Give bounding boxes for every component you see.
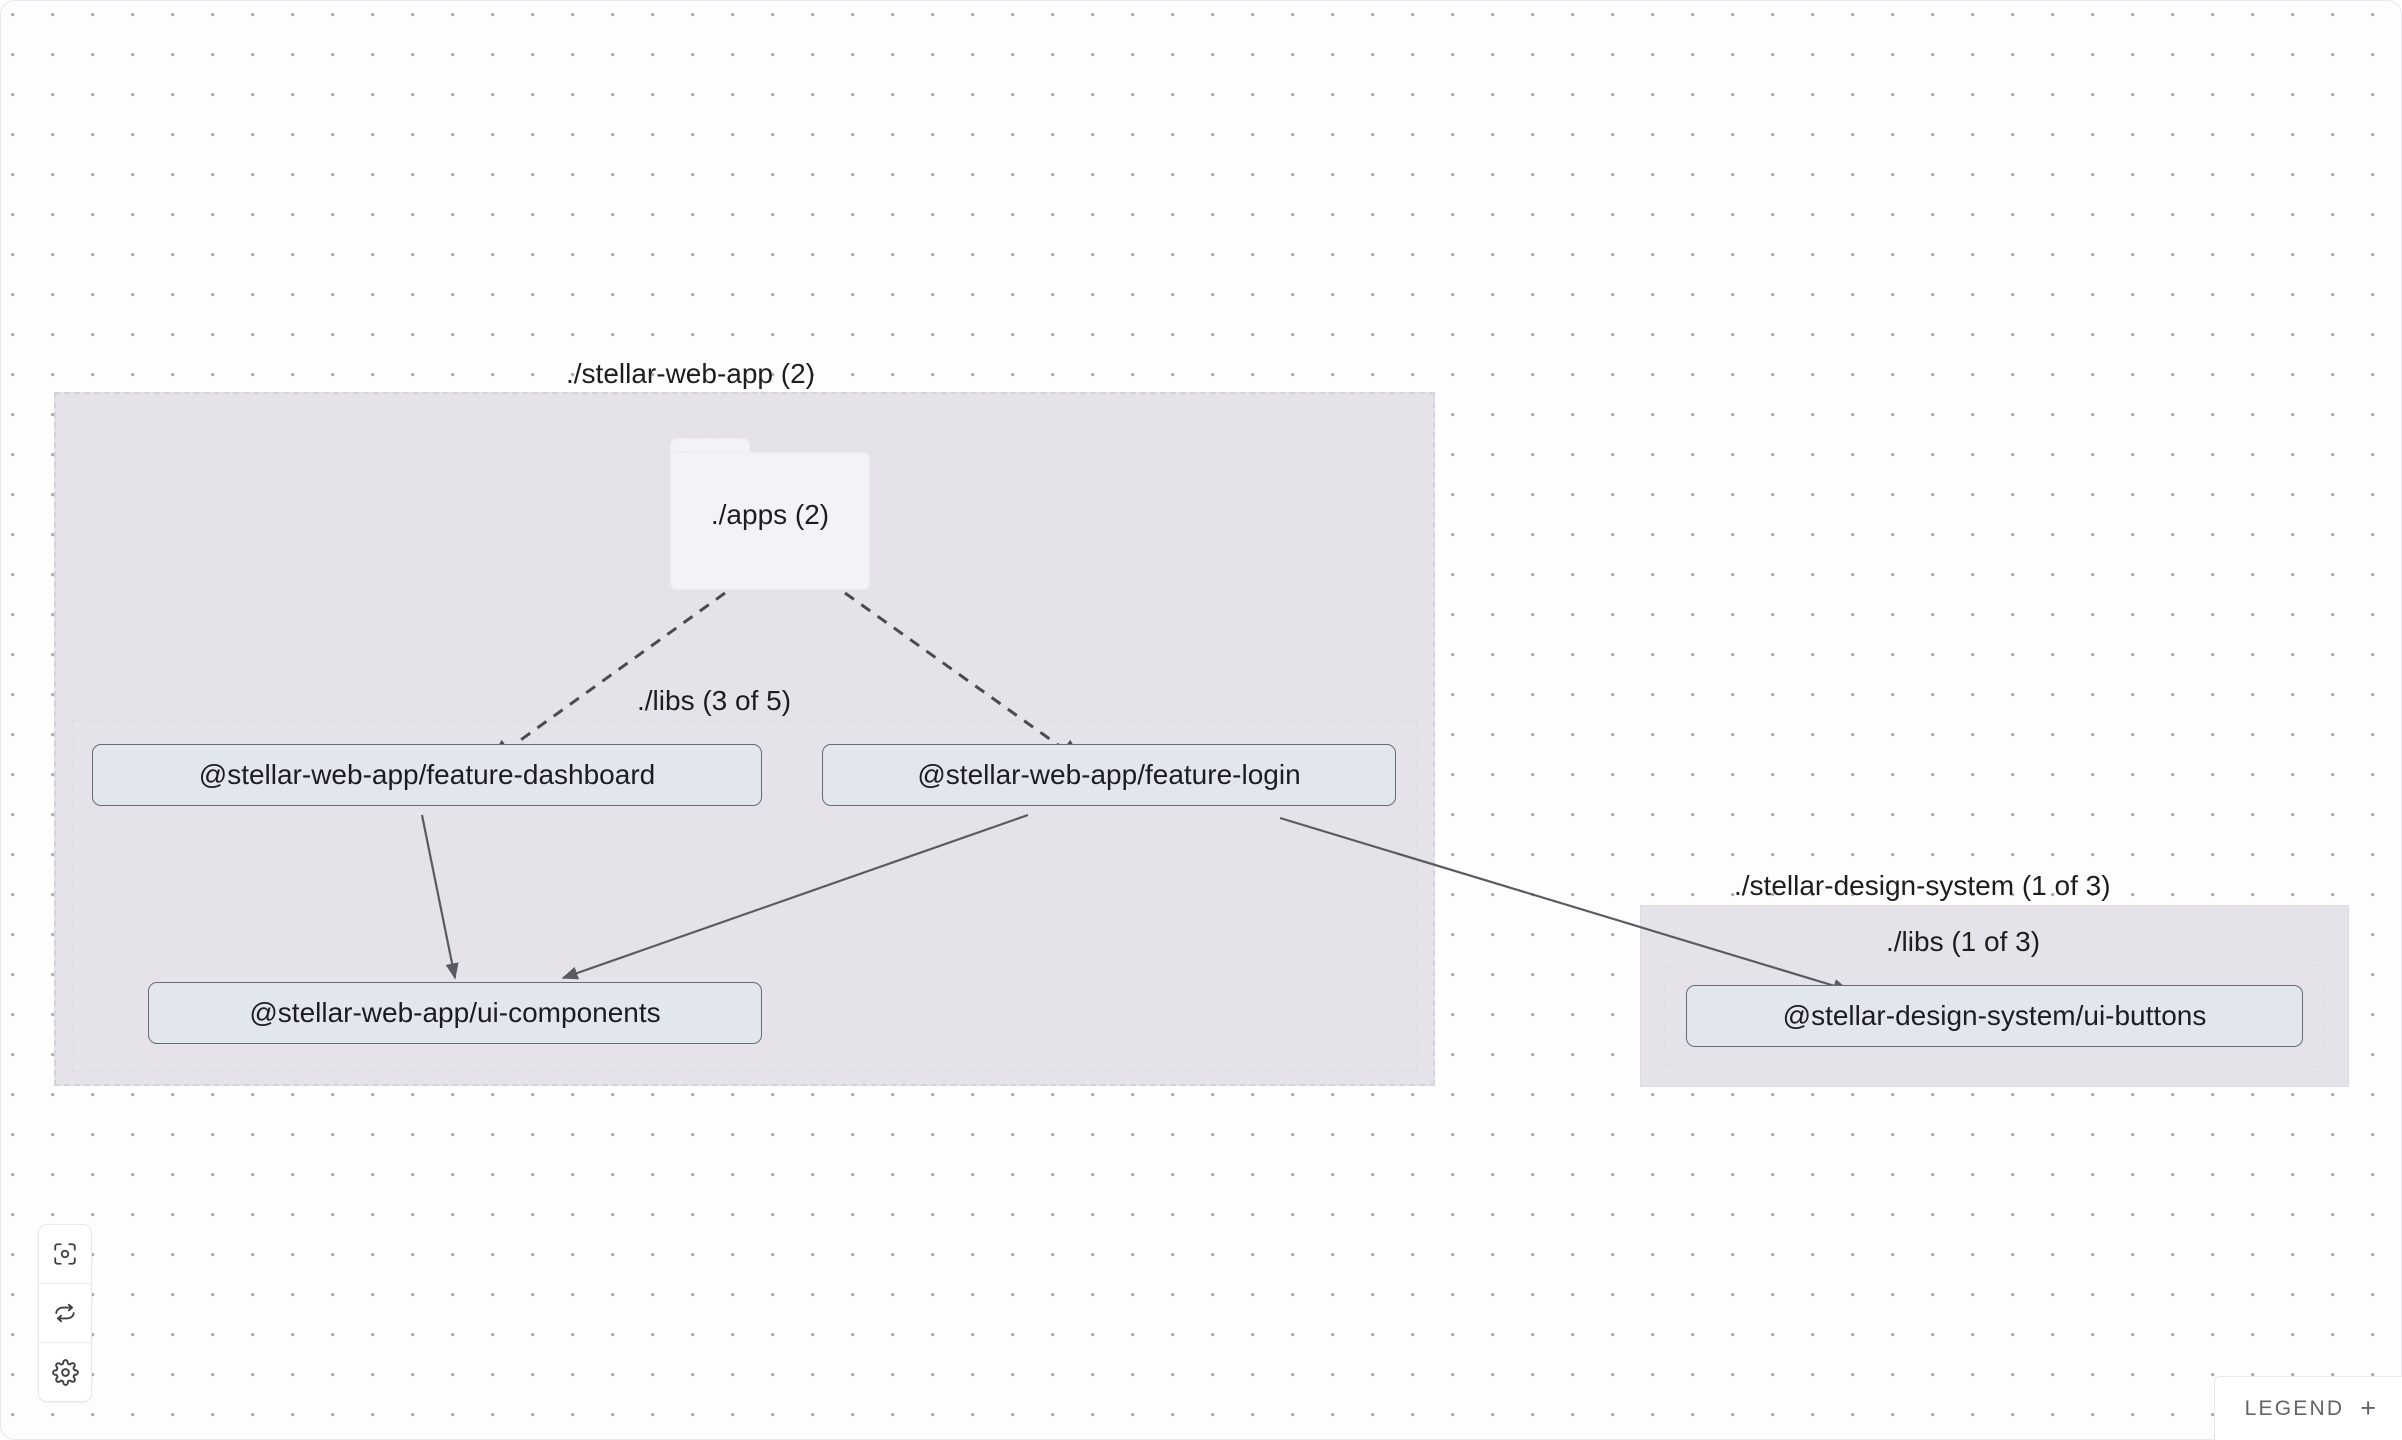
node-feature-dashboard[interactable]: @stellar-web-app/feature-dashboard	[92, 744, 762, 806]
group-label-design-system-libs: ./libs (1 of 3)	[1886, 926, 2041, 957]
node-label-apps-folder: ./apps (2)	[710, 499, 830, 530]
gear-icon	[51, 1358, 79, 1386]
focus-button[interactable]	[39, 1225, 91, 1284]
node-ui-components[interactable]: @stellar-web-app/ui-components	[148, 982, 762, 1044]
focus-target-icon	[52, 1241, 78, 1267]
settings-button[interactable]	[39, 1343, 91, 1401]
node-feature-login[interactable]: @stellar-web-app/feature-login	[822, 744, 1396, 806]
node-label-ui-components: @stellar-web-app/ui-components	[249, 997, 661, 1028]
refresh-button[interactable]	[39, 1284, 91, 1343]
node-ui-buttons[interactable]: @stellar-design-system/ui-buttons	[1686, 985, 2303, 1047]
folder-body: ./apps (2)	[670, 452, 870, 590]
legend-button[interactable]: LEGEND +	[2213, 1376, 2402, 1440]
node-label-feature-login: @stellar-web-app/feature-login	[917, 759, 1301, 790]
plus-icon: +	[2360, 1393, 2376, 1423]
subgroup-design-system-libs[interactable]	[1664, 965, 2325, 1067]
group-label-web-app-libs: ./libs (3 of 5)	[637, 685, 792, 716]
legend-label: LEGEND	[2244, 1396, 2345, 1420]
group-label-stellar-design-system: ./stellar-design-system (1 of 3)	[1734, 870, 2111, 901]
node-label-ui-buttons: @stellar-design-system/ui-buttons	[1782, 1000, 2207, 1031]
node-apps-folder[interactable]: ./apps (2)	[670, 438, 870, 590]
canvas-controls	[38, 1224, 92, 1402]
node-label-feature-dashboard: @stellar-web-app/feature-dashboard	[198, 759, 656, 790]
refresh-icon	[52, 1300, 78, 1326]
group-label-stellar-web-app: ./stellar-web-app (2)	[566, 358, 815, 389]
